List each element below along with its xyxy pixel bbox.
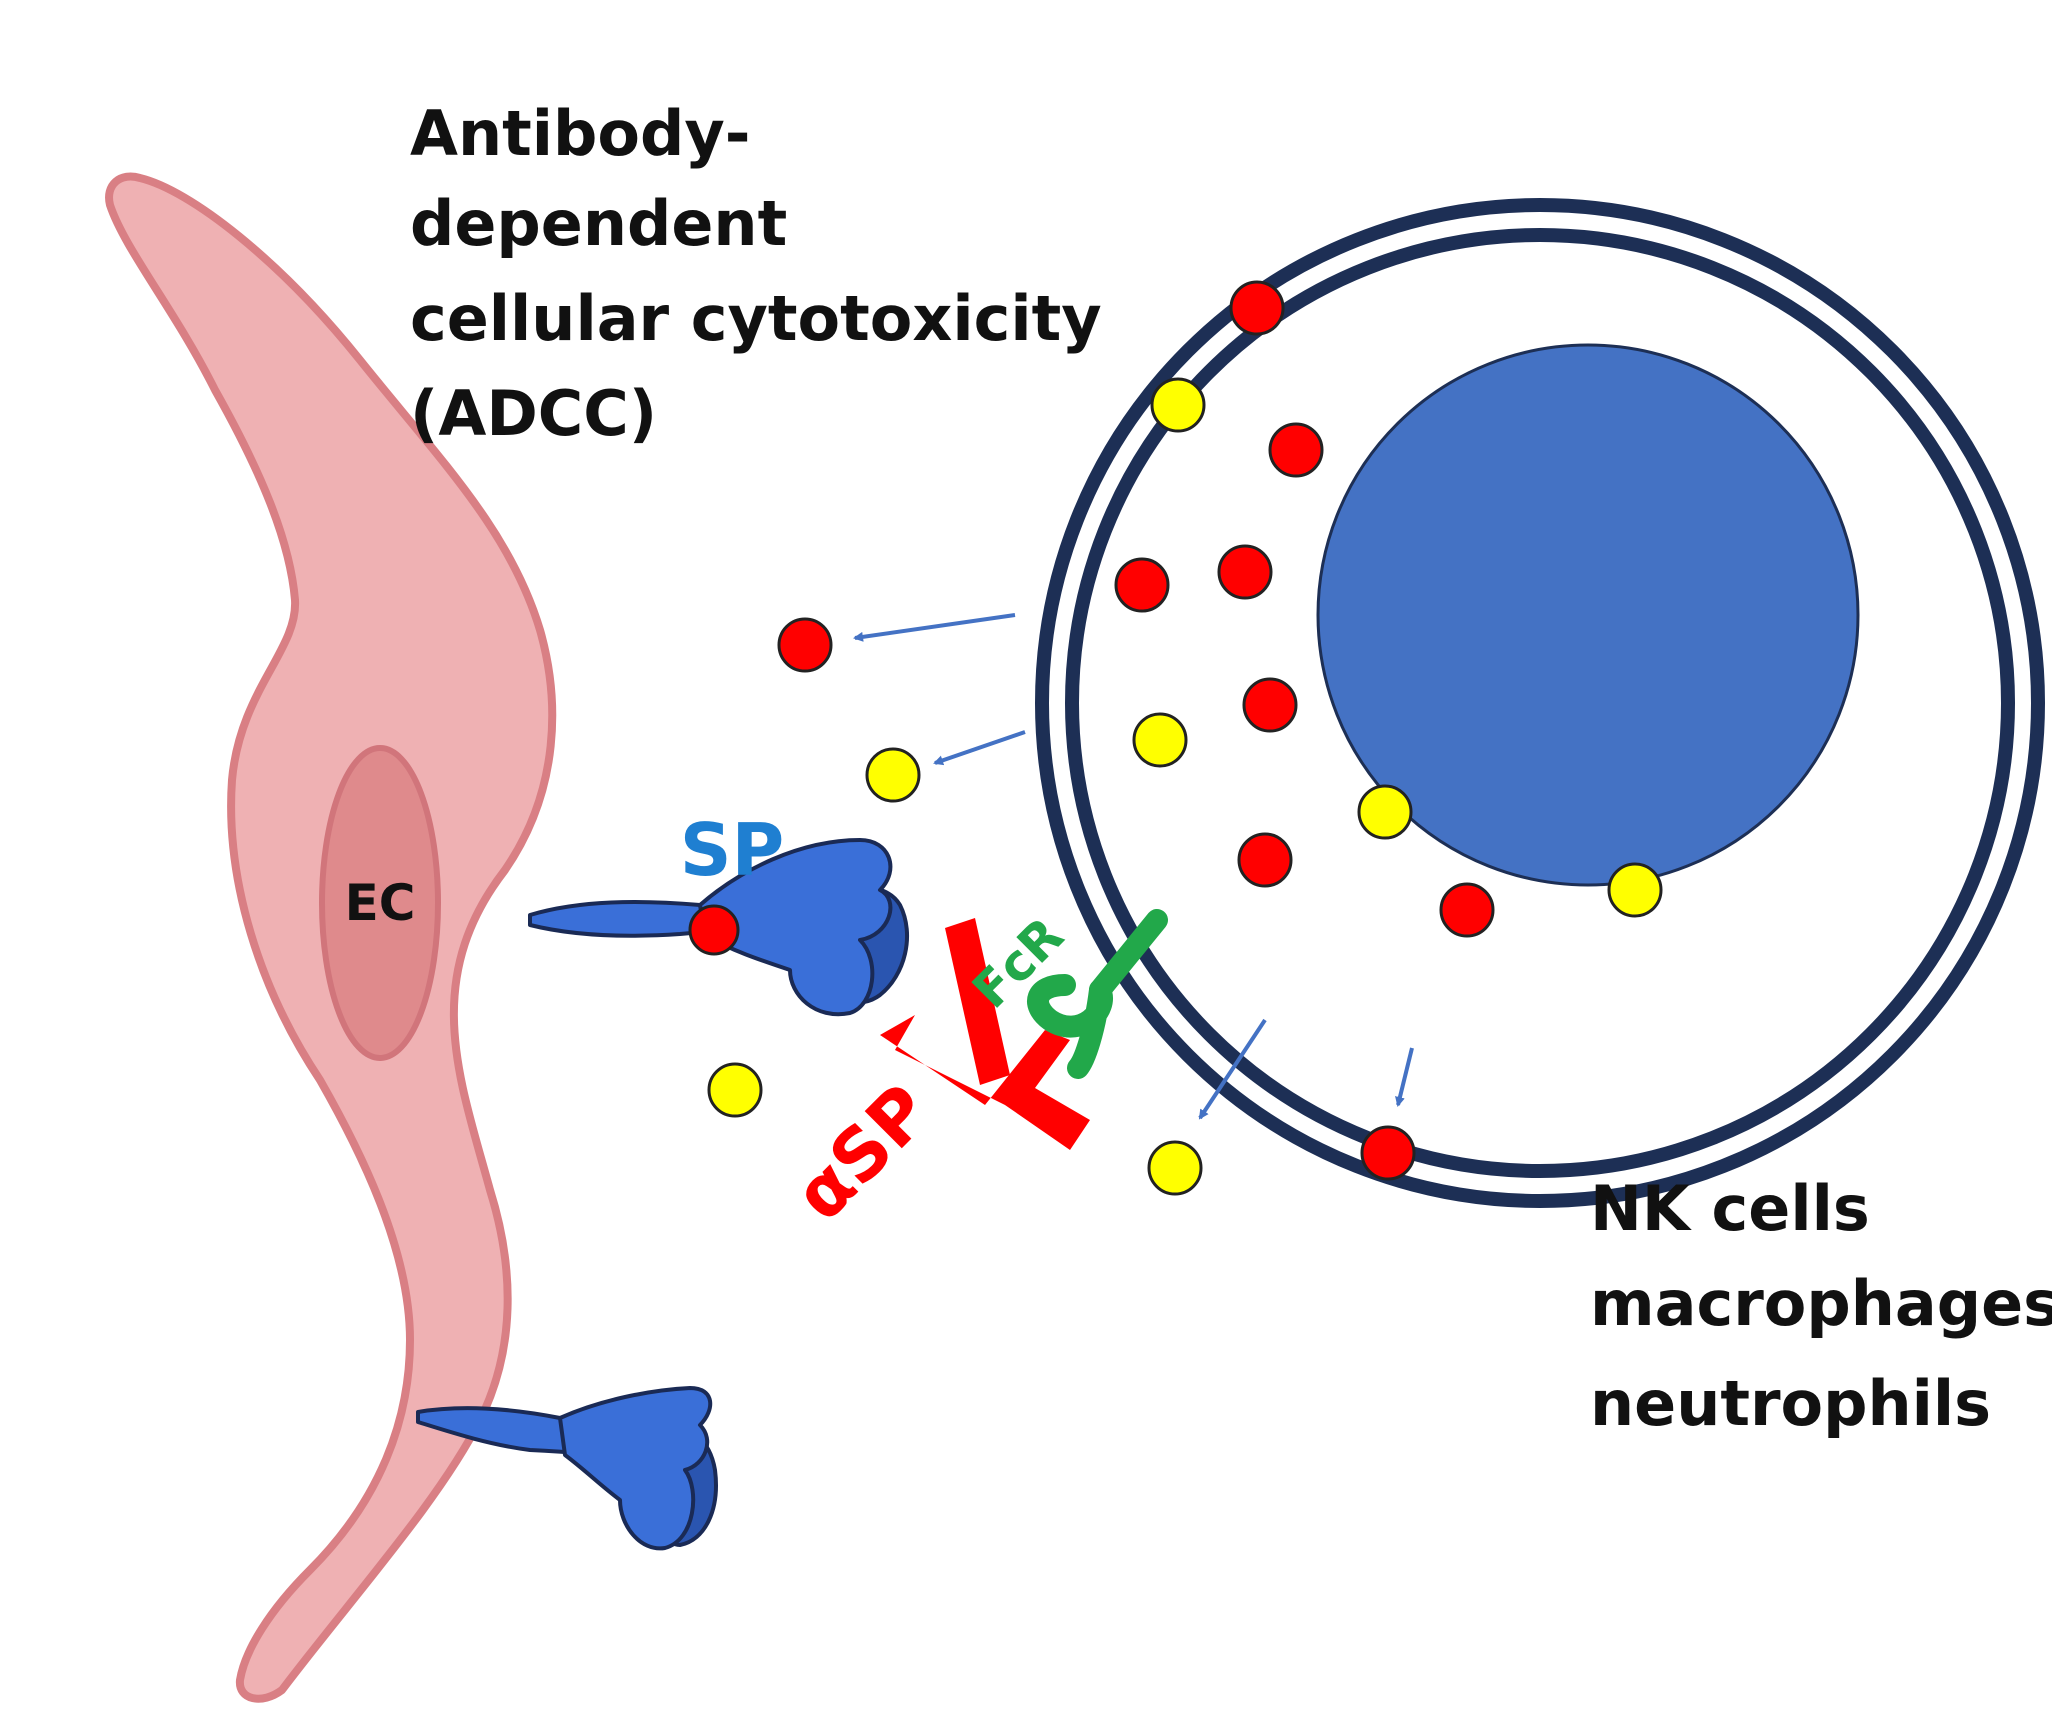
granule-red xyxy=(1114,557,1170,613)
granule-red xyxy=(1242,677,1298,733)
released-granule-yellow xyxy=(1147,1140,1203,1196)
granule-red xyxy=(688,904,740,956)
spike-head xyxy=(558,1386,713,1551)
granules-released xyxy=(707,617,1416,1196)
ec-label: EC xyxy=(345,874,416,932)
title-line-4: (ADCC) xyxy=(410,377,657,450)
fc-receptor-cup xyxy=(1027,974,1113,1079)
release-arrow xyxy=(1395,1047,1414,1107)
granule-yellow xyxy=(1357,784,1413,840)
released-granule-yellow xyxy=(865,747,921,803)
released-granule-yellow xyxy=(707,1062,763,1118)
spike-protein-lower xyxy=(416,1386,718,1551)
released-granule-red xyxy=(1360,1125,1416,1181)
effector-type-3: neutrophils xyxy=(1590,1367,1991,1440)
effector-cell xyxy=(1035,198,2045,1208)
release-arrow xyxy=(933,730,1026,766)
sp-label: SP xyxy=(680,808,785,892)
fc-receptor xyxy=(1027,909,1168,1079)
effector-type-1: NK cells xyxy=(1590,1172,1870,1245)
granule-red xyxy=(1237,832,1293,888)
antibody-arm xyxy=(945,918,1010,1085)
release-arrows xyxy=(853,613,1414,1120)
effector-cell-types: NK cells macrophages neutrophils xyxy=(1590,1172,2052,1440)
spike-head xyxy=(698,838,893,1017)
granule-red xyxy=(1229,280,1285,336)
granule-yellow xyxy=(1132,712,1188,768)
alpha-sp-label: αSP xyxy=(778,1068,946,1236)
effector-type-2: macrophages xyxy=(1590,1267,2052,1340)
title-line-3: cellular cytotoxicity xyxy=(410,282,1102,355)
granules-internal xyxy=(1114,280,1663,938)
granule-red xyxy=(1217,544,1273,600)
title-line-2: dependent xyxy=(410,187,787,260)
released-granule-red xyxy=(777,617,833,673)
antibody-shape xyxy=(880,1015,1090,1150)
release-arrow xyxy=(853,613,1016,642)
granule-red xyxy=(1439,882,1495,938)
antibody xyxy=(880,918,1090,1150)
ec-nucleus xyxy=(319,745,441,1061)
endothelial-cell: EC xyxy=(105,172,557,1703)
effector-cell-nucleus xyxy=(1316,343,1860,887)
title-line-1: Antibody- xyxy=(410,97,751,170)
release-arrow xyxy=(1198,1018,1267,1120)
title: Antibody- dependent cellular cytotoxicit… xyxy=(410,97,1102,450)
granule-yellow xyxy=(1607,862,1663,918)
granule-yellow xyxy=(1150,377,1206,433)
fc-receptor-stem xyxy=(1089,909,1168,1001)
spike-protein-upper xyxy=(528,838,909,1017)
granule-red xyxy=(1268,422,1324,478)
